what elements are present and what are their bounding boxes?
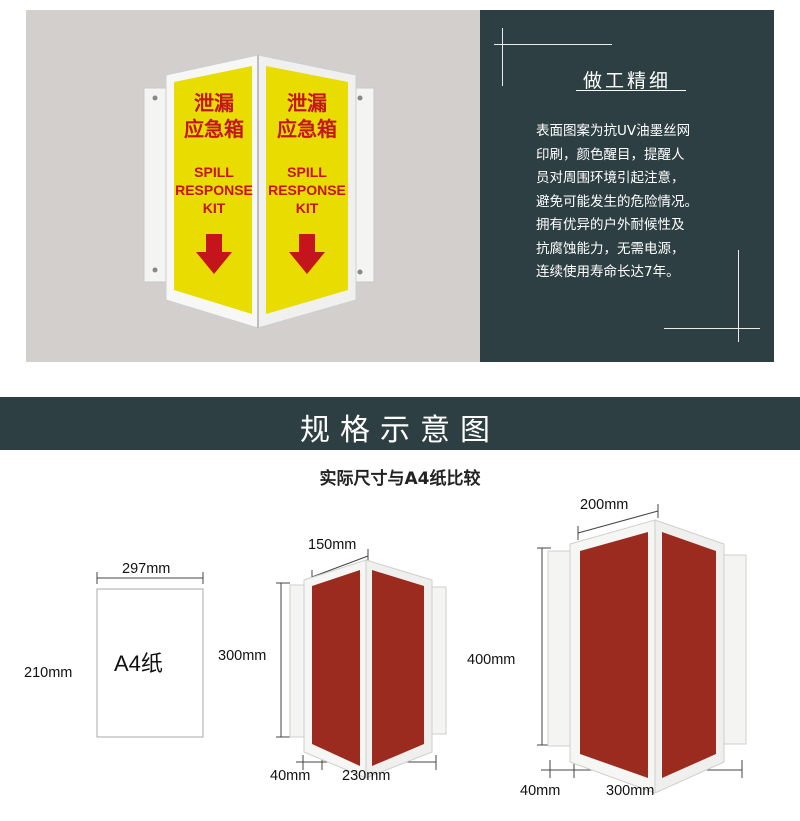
large-total-width-label: 300mm xyxy=(606,783,655,799)
sign-cn-line1-left: 泄漏 xyxy=(194,91,234,115)
screw-hole-icon xyxy=(152,95,158,101)
detail-line: 员对周围环境引起注意， xyxy=(536,170,685,186)
small-sign-left-panel xyxy=(312,570,360,766)
large-sign-left-panel xyxy=(580,532,648,778)
sign-illustration: 泄漏 应急箱 SPILL RESPONSE KIT 泄漏 应急箱 SPILL R… xyxy=(143,54,375,329)
sign-cn-line2-right: 应急箱 xyxy=(277,117,337,141)
detail-title: 做工精细 xyxy=(582,70,671,92)
small-panel-width-label: 150mm xyxy=(308,537,357,553)
detail-line: 拥有优异的户外耐候性及 xyxy=(536,217,685,233)
large-panel-width-label: 200mm xyxy=(580,497,629,513)
detail-line: 抗腐蚀能力，无需电源， xyxy=(536,240,685,257)
sign-cn-line2-left: 应急箱 xyxy=(184,117,244,141)
a4-height-label: 210mm xyxy=(24,665,73,681)
screw-hole-icon xyxy=(152,267,158,273)
decor-line xyxy=(738,250,739,342)
sign-en-line2-left: RESPONSE xyxy=(175,182,253,198)
arrow-down-icon xyxy=(289,234,325,274)
sign-en-line3-right: KIT xyxy=(296,200,319,216)
left-yellow-face xyxy=(174,66,252,314)
sign-en-line3-left: KIT xyxy=(203,200,226,216)
section-title: 规格示意图 xyxy=(300,413,500,448)
sign-en-line1-left: SPILL xyxy=(194,164,234,180)
right-yellow-face xyxy=(266,66,348,314)
title-underline xyxy=(576,90,686,91)
large-height-label: 400mm xyxy=(467,652,516,668)
detail-panel: 做工精细 表面图案为抗UV油墨丝网 印刷，颜色醒目，提醒人 员对周围环境引起注意… xyxy=(480,10,774,362)
a4-width-label: 297mm xyxy=(122,561,171,577)
sign-en-line2-right: RESPONSE xyxy=(268,182,346,198)
small-total-width-label: 230mm xyxy=(342,768,391,784)
small-sign-right-panel xyxy=(372,570,424,766)
detail-line: 连续使用寿命长达7年。 xyxy=(536,264,680,280)
compare-subtitle: 实际尺寸与A4纸比较 xyxy=(319,469,481,489)
large-depth-label: 40mm xyxy=(520,783,561,799)
detail-line: 避免可能发生的危险情况。 xyxy=(536,193,698,210)
small-sign xyxy=(289,559,447,779)
decor-line xyxy=(664,328,760,329)
a4-label: A4纸 xyxy=(114,651,163,676)
decor-line xyxy=(502,28,503,86)
detail-line: 表面图案为抗UV油墨丝网 xyxy=(536,123,691,139)
screw-hole-icon xyxy=(357,269,363,275)
decor-line xyxy=(494,44,612,45)
large-sign-right-panel xyxy=(662,532,716,778)
sign-cn-line1-right: 泄漏 xyxy=(287,91,327,115)
small-depth-label: 40mm xyxy=(270,768,311,784)
product-photo: 泄漏 应急箱 SPILL RESPONSE KIT 泄漏 应急箱 SPILL R… xyxy=(26,10,480,362)
large-sign xyxy=(547,519,747,794)
detail-line: 印刷，颜色醒目，提醒人 xyxy=(536,146,685,163)
detail-description: 表面图案为抗UV油墨丝网 印刷，颜色醒目，提醒人 员对周围环境引起注意， 避免可… xyxy=(536,120,726,285)
sign-en-line1-right: SPILL xyxy=(287,164,327,180)
section-banner xyxy=(0,397,800,450)
small-height-label: 300mm xyxy=(218,648,267,664)
screw-hole-icon xyxy=(357,95,363,101)
a4-sheet xyxy=(96,588,204,738)
arrow-down-icon xyxy=(196,234,232,274)
